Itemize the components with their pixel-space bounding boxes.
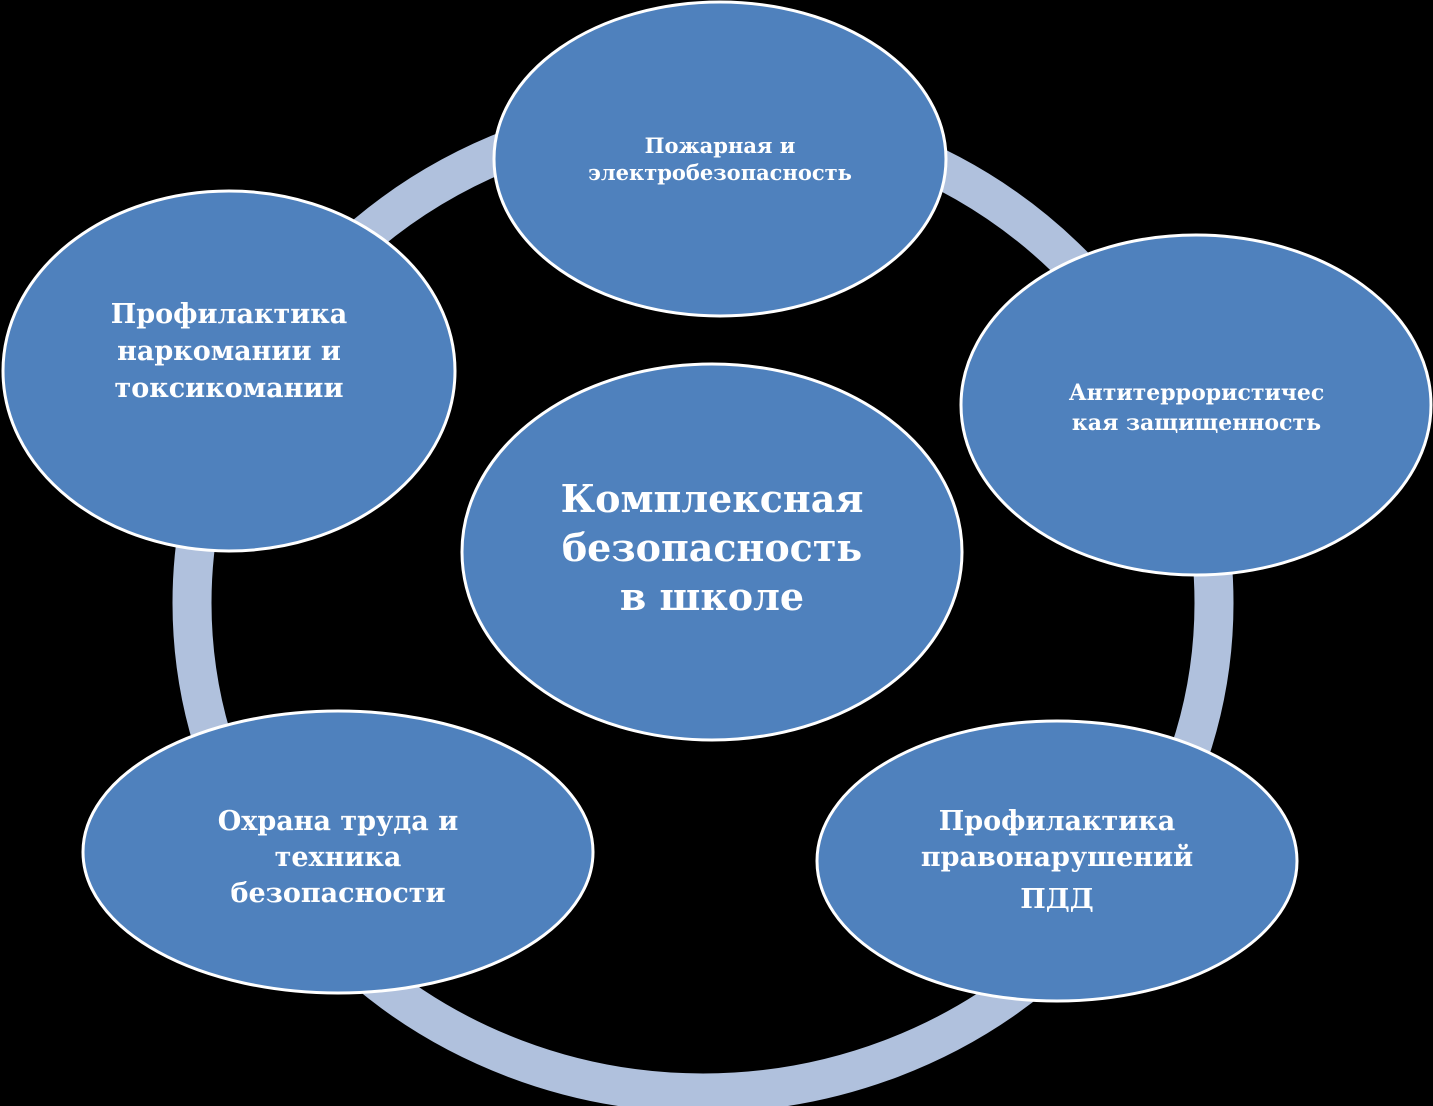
node-fire-safety-label: Пожарная и электробезопасность xyxy=(588,132,852,186)
node-antiterror-shape[interactable] xyxy=(959,233,1433,577)
node-drug-prevention-label: Профилактика наркомании и токсикомании xyxy=(111,296,348,407)
node-antiterror-label: Антитеррористичес кая защищенность xyxy=(1069,378,1325,438)
label-line: токсикомании xyxy=(114,372,344,404)
label-line: электробезопасность xyxy=(588,160,852,185)
node-center-title[interactable]: Комплексная безопасность в школе xyxy=(461,362,963,742)
node-offense-prevention-label: Профилактика правонарушений ПДД xyxy=(921,804,1193,918)
label-line: Профилактика xyxy=(110,298,348,330)
node-fire-safety[interactable]: Пожарная и электробезопасность xyxy=(493,0,947,318)
node-center-shape[interactable] xyxy=(460,362,964,742)
node-antiterror[interactable]: Антитеррористичес кая защищенность xyxy=(960,233,1433,577)
node-labor-safety-label: Охрана труда и техника безопасности xyxy=(218,804,458,912)
label-line: безопасности xyxy=(230,878,446,909)
node-drugs-shape[interactable] xyxy=(1,189,457,553)
node-labor-shape[interactable] xyxy=(81,709,595,995)
label-line: кая защищенность xyxy=(1071,410,1322,436)
node-offenses-shape[interactable] xyxy=(815,719,1299,1003)
label-line: Антитеррористичес xyxy=(1068,380,1325,406)
node-offense-prevention[interactable]: Профилактика правонарушений ПДД xyxy=(816,720,1298,1002)
center-title-label: Комплексная безопасность в школе xyxy=(561,474,864,621)
label-line: ПДД xyxy=(1020,884,1094,915)
label-line: Комплексная xyxy=(560,475,864,521)
label-line: безопасность xyxy=(561,524,863,570)
node-labor-safety[interactable]: Охрана труда и техника безопасности xyxy=(82,710,594,994)
label-line: Пожарная и xyxy=(644,133,796,158)
label-line: Профилактика xyxy=(938,806,1176,837)
label-line: в школе xyxy=(619,573,805,619)
node-drug-prevention[interactable]: Профилактика наркомании и токсикомании xyxy=(2,190,456,552)
label-line: техника xyxy=(274,842,402,873)
label-line: Охрана труда и xyxy=(217,806,459,837)
label-line: правонарушений xyxy=(920,842,1194,873)
label-line: наркомании и xyxy=(117,335,341,367)
node-fire-shape[interactable] xyxy=(492,0,948,318)
